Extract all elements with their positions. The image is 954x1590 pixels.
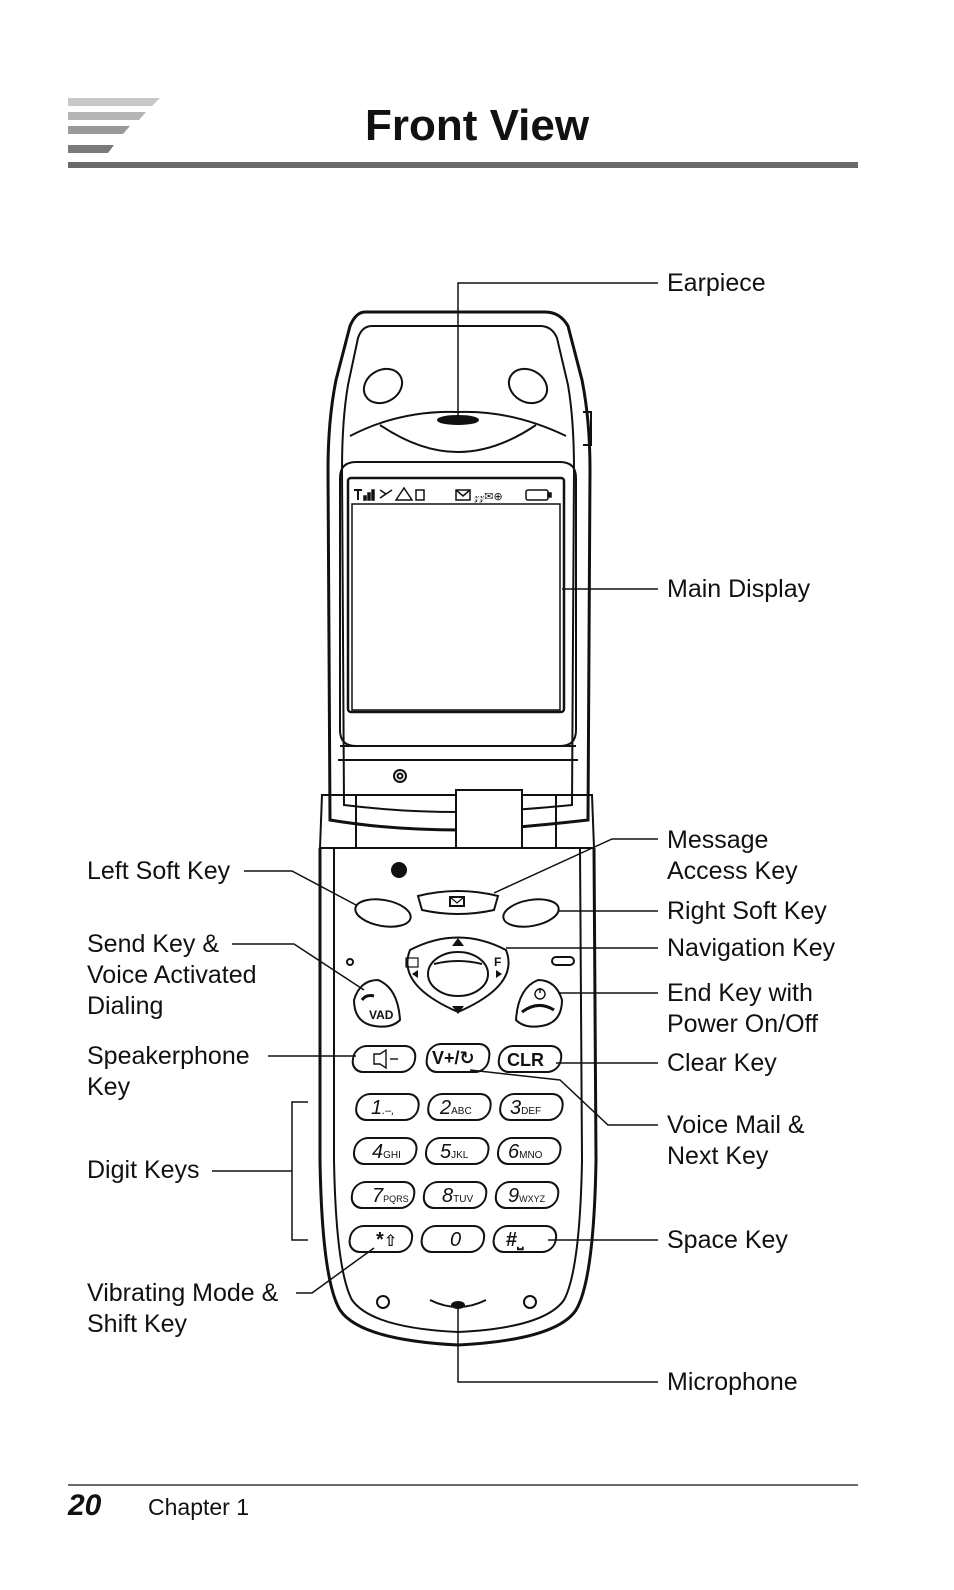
pound-key: #⎵: [506, 1229, 524, 1251]
label-space-key: Space Key: [667, 1226, 788, 1254]
page-number: 20: [68, 1489, 102, 1522]
digit-key-0: 0: [450, 1229, 461, 1251]
label-send-key: Send Key & Voice Activated Dialing: [87, 930, 257, 1020]
label-left-soft-key: Left Soft Key: [87, 857, 231, 885]
label-navigation-key: Navigation Key: [667, 934, 836, 962]
nav-f-label: F: [494, 955, 501, 969]
svg-text:𝓏𝓏✉⊕: 𝓏𝓏✉⊕: [474, 490, 503, 503]
digit-key-1: 1.–,: [371, 1097, 394, 1119]
label-end-key: End Key with Power On/Off: [667, 979, 818, 1038]
label-message-access-key: Message Access Key: [667, 826, 798, 885]
digit-key-6: 6MNO: [508, 1141, 543, 1163]
header-rule: [68, 162, 858, 168]
digit-key-2: 2ABC: [439, 1097, 472, 1119]
digit-key-5: 5JKL: [440, 1141, 469, 1163]
digit-key-9: 9WXYZ: [508, 1185, 546, 1207]
digit-key-4: 4GHI: [372, 1141, 401, 1163]
label-right-soft-key: Right Soft Key: [667, 897, 827, 925]
label-earpiece: Earpiece: [667, 269, 766, 297]
voice-mail-key-label: V+/↻: [432, 1048, 475, 1068]
label-digit-keys: Digit Keys: [87, 1156, 200, 1184]
label-microphone: Microphone: [667, 1368, 798, 1396]
footer-rule: [68, 1484, 858, 1486]
digit-key-7: 7PQRS: [372, 1185, 409, 1207]
page-title: Front View: [364, 101, 590, 150]
label-speakerphone-key: Speakerphone Key: [87, 1042, 250, 1101]
digit-key-8: 8TUV: [442, 1185, 473, 1207]
star-key: *⇧: [376, 1229, 397, 1251]
send-key-label: VAD: [369, 1008, 394, 1022]
label-clear-key: Clear Key: [667, 1049, 777, 1077]
chapter-label: Chapter 1: [148, 1494, 250, 1520]
label-voice-mail-key: Voice Mail & Next Key: [667, 1111, 805, 1170]
status-bar: 𝓏𝓏✉⊕: [354, 486, 552, 503]
digit-key-3: 3DEF: [510, 1097, 541, 1119]
clear-key-label: CLR: [507, 1050, 544, 1070]
header-decoration-icon: [68, 98, 160, 153]
label-vibrating-key: Vibrating Mode & Shift Key: [87, 1279, 279, 1338]
label-main-display: Main Display: [667, 575, 811, 603]
